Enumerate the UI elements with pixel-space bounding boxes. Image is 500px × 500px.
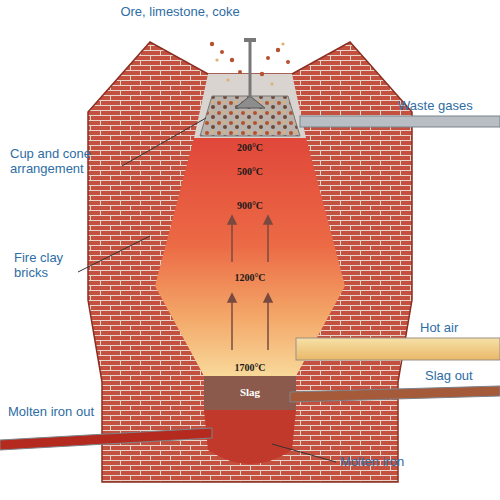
temperature-label: 900°C [237,200,263,212]
part-label: Slag out [425,368,473,383]
temperature-label: 500°C [237,166,263,178]
temperature-label: 1200°C [234,272,265,284]
part-label: Fire clay bricks [14,250,84,280]
temperature-label: 200°C [237,142,263,154]
part-label: Waste gases [398,98,473,113]
zone-label: Slag [240,386,260,399]
part-label: Cup and cone arrangement [10,146,128,176]
part-label: Molten iron [340,454,404,469]
temperature-label: 1700°C [234,362,265,374]
feed-label: Ore, limestone, coke [120,4,240,19]
part-label: Molten iron out [8,404,103,419]
part-label: Hot air [420,320,458,335]
